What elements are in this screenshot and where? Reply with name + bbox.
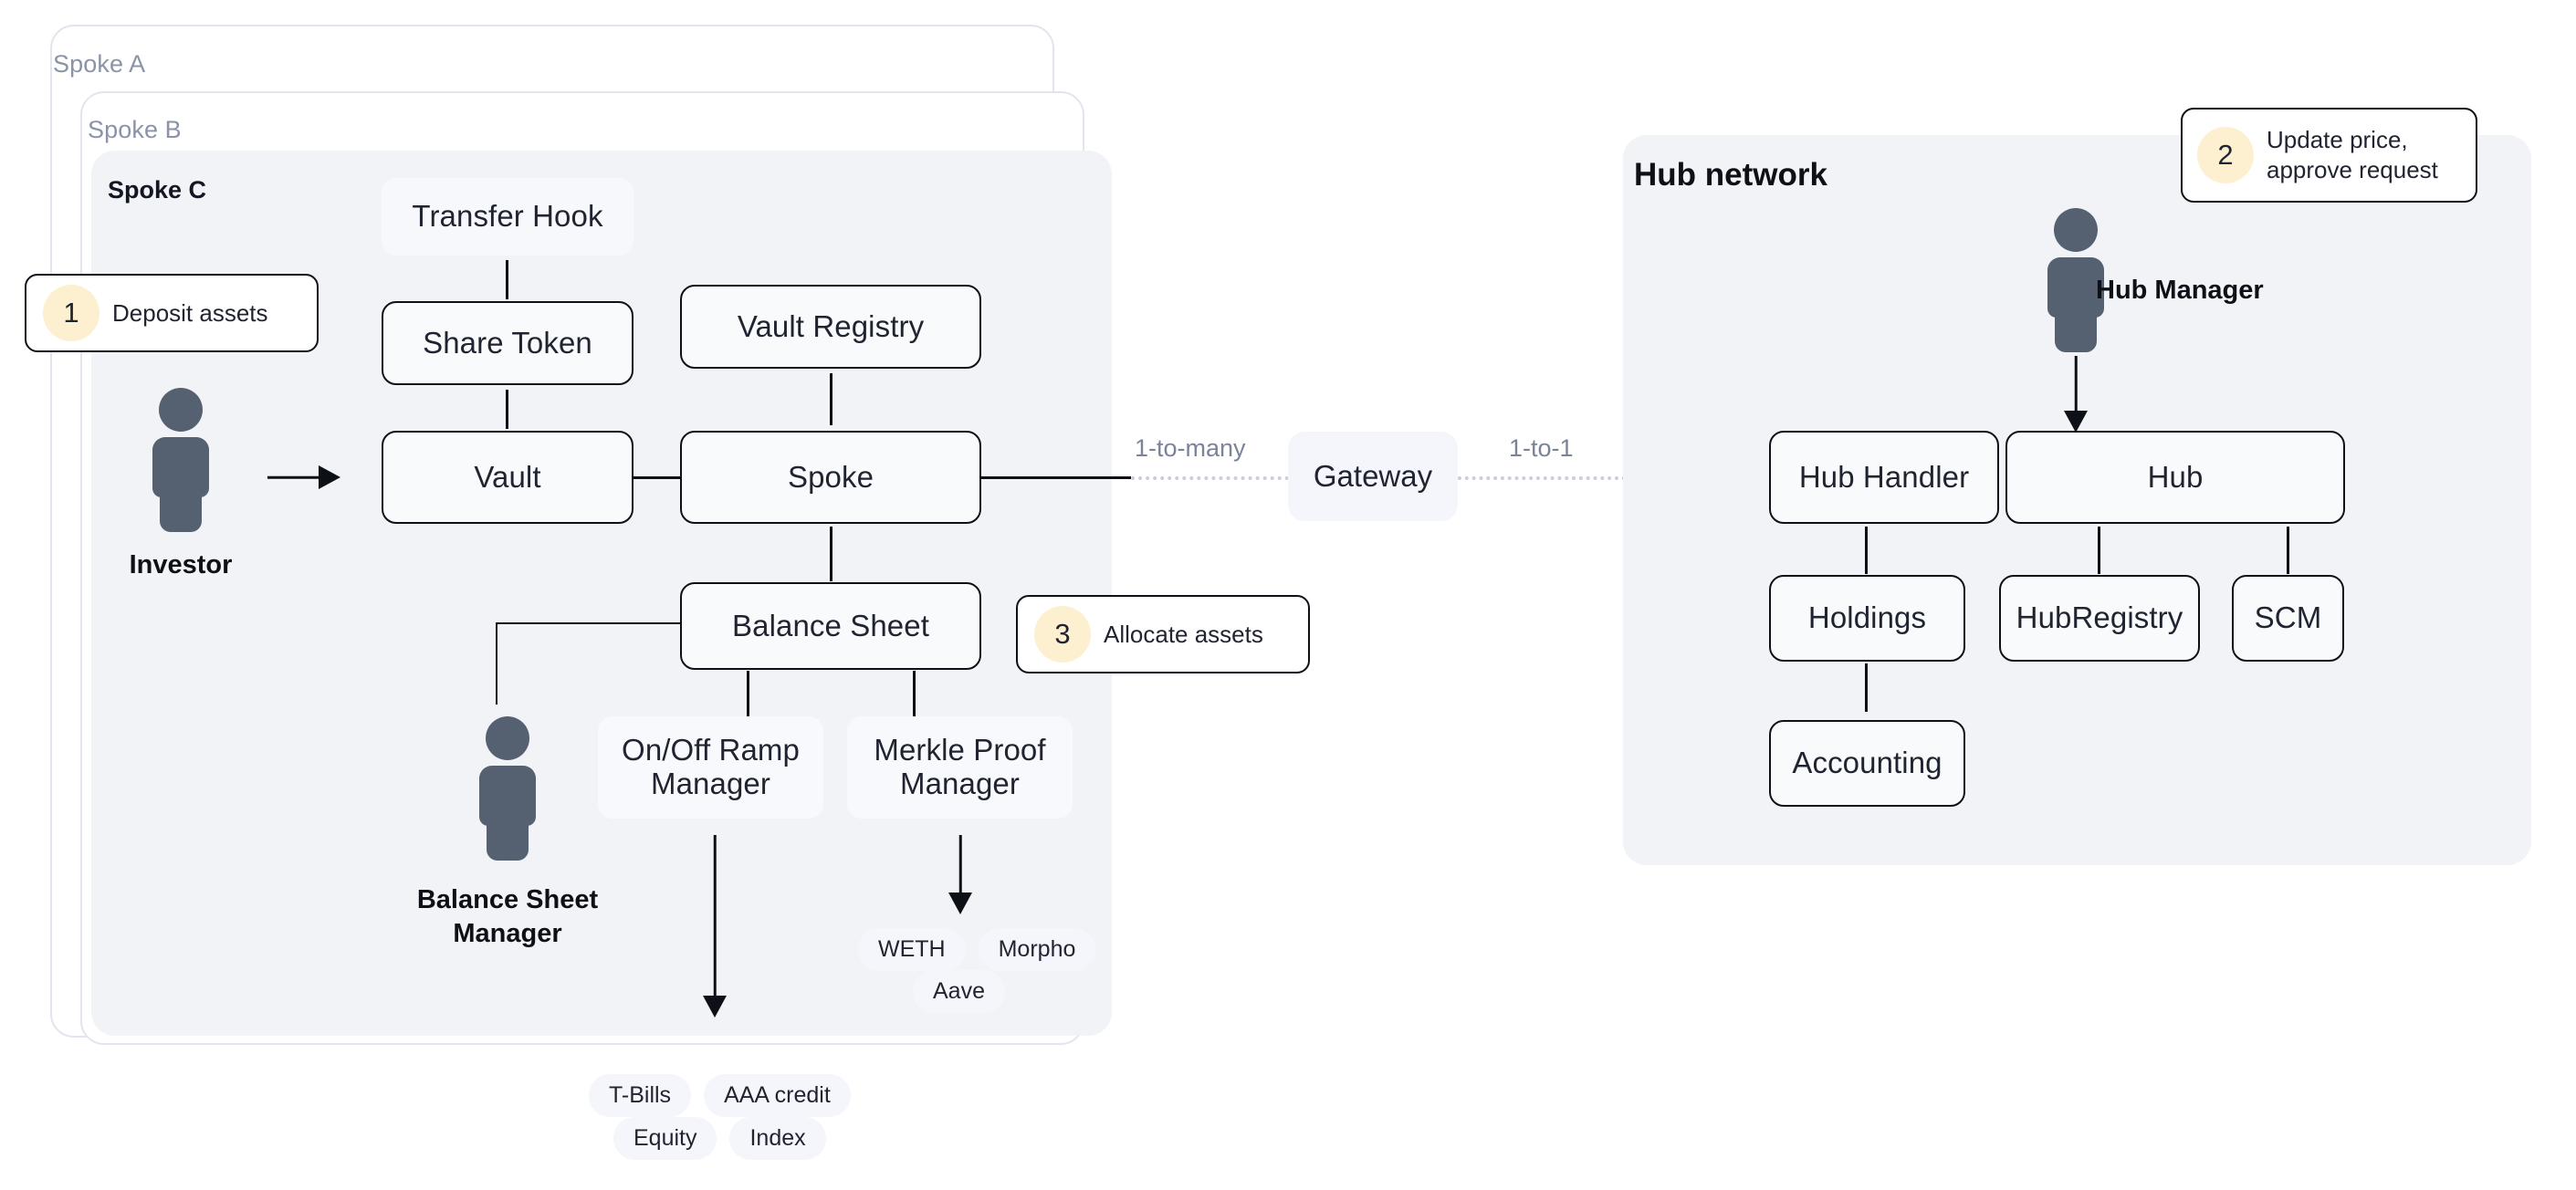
connector-gateway-dotted-left [1131, 476, 1289, 480]
node-vault[interactable]: Vault [382, 431, 634, 524]
connector-hub-scm [2287, 527, 2289, 574]
node-balance-sheet[interactable]: Balance Sheet [680, 582, 981, 670]
balance-sheet-manager-avatar [464, 716, 551, 861]
connector-balancesheet-merkle [913, 671, 916, 716]
connector-spoke-gateway [981, 476, 1131, 479]
connector-balancesheet-bsmanager [496, 622, 681, 705]
connector-balancesheet-onofframp [747, 671, 749, 716]
asset-pill-row-2: Equity Index [613, 1117, 826, 1160]
bs-manager-line2: Manager [453, 919, 562, 949]
connector-vault-spoke [634, 476, 680, 479]
hub-network-title: Hub network [1634, 157, 1827, 193]
onoff-ramp-manager-line1: On/Off Ramp [622, 733, 800, 767]
callout-2-text: Update price, approve request [2254, 125, 2456, 185]
asset-pill-index[interactable]: Index [729, 1117, 826, 1160]
merkle-proof-manager-line1: Merkle Proof [874, 733, 1046, 767]
callout-1-badge: 1 [43, 285, 99, 341]
callout-2[interactable]: 2 Update price, approve request [2181, 108, 2477, 203]
protocol-pill-aave[interactable]: Aave [913, 970, 1005, 1013]
balance-sheet-manager-label: Balance Sheet Manager [398, 883, 617, 951]
protocol-pill-row-1: WETH Morpho [858, 928, 1096, 971]
connector-hubhandler-holdings [1865, 527, 1868, 574]
connector-vaultregistry-spoke [830, 373, 832, 425]
asset-pill-row-1: T-Bills AAA credit [589, 1074, 851, 1117]
callout-3-text: Allocate assets [1104, 620, 1263, 648]
arrow-merkle-to-protocols [942, 835, 979, 914]
callout-3-badge: 3 [1034, 606, 1091, 663]
connector-hub-hubregistry [2098, 527, 2100, 574]
connector-sharetoken-vault [506, 390, 508, 429]
protocol-pill-morpho[interactable]: Morpho [978, 928, 1096, 971]
node-merkle-proof-manager[interactable]: Merkle Proof Manager [847, 716, 1073, 819]
callout-2-line1: Update price, [2267, 126, 2408, 154]
arrow-hubmanager-to-hubhandler [2058, 356, 2094, 433]
arrow-onoff-ramp-to-assets [696, 835, 733, 1018]
node-hub[interactable]: Hub [2005, 431, 2345, 524]
protocol-pill-weth[interactable]: WETH [858, 928, 966, 971]
gateway-right-label: 1-to-1 [1509, 434, 1574, 462]
arrow-investor-to-vault [267, 461, 340, 494]
spoke-a-label: Spoke A [53, 50, 146, 78]
onoff-ramp-manager-line2: Manager [651, 767, 770, 800]
investor-avatar [137, 388, 225, 532]
connector-spoke-balancesheet [830, 527, 832, 581]
callout-3[interactable]: 3 Allocate assets [1016, 595, 1310, 673]
node-scm[interactable]: SCM [2232, 575, 2344, 662]
merkle-proof-manager-line2: Manager [900, 767, 1020, 800]
spoke-c-label: Spoke C [108, 176, 207, 204]
node-holdings[interactable]: Holdings [1769, 575, 1965, 662]
callout-1[interactable]: 1 Deposit assets [25, 274, 319, 352]
connector-holdings-accounting [1865, 663, 1868, 712]
asset-pill-equity[interactable]: Equity [613, 1117, 717, 1160]
callout-1-text: Deposit assets [112, 298, 268, 327]
connector-gateway-dotted-right [1458, 476, 1626, 480]
node-hub-registry[interactable]: HubRegistry [1999, 575, 2200, 662]
asset-pill-aaa-credit[interactable]: AAA credit [704, 1074, 851, 1117]
protocol-pill-row-2: Aave [913, 970, 1005, 1013]
node-vault-registry[interactable]: Vault Registry [680, 285, 981, 369]
connector-transferhook-sharetoken [506, 260, 508, 299]
callout-2-badge: 2 [2197, 127, 2254, 183]
hub-manager-label: Hub Manager [2096, 276, 2264, 305]
node-spoke[interactable]: Spoke [680, 431, 981, 524]
node-accounting[interactable]: Accounting [1769, 720, 1965, 807]
asset-pill-tbills[interactable]: T-Bills [589, 1074, 692, 1117]
spoke-b-label: Spoke B [88, 116, 182, 143]
gateway-left-label: 1-to-many [1135, 434, 1246, 462]
investor-label: Investor [129, 550, 233, 579]
callout-2-line2: approve request [2267, 156, 2438, 183]
hub-manager-avatar [2032, 208, 2120, 352]
bs-manager-line1: Balance Sheet [416, 885, 599, 914]
node-share-token[interactable]: Share Token [382, 301, 634, 385]
node-onoff-ramp-manager[interactable]: On/Off Ramp Manager [598, 716, 823, 819]
node-hub-handler[interactable]: Hub Handler [1769, 431, 1999, 524]
node-transfer-hook[interactable]: Transfer Hook [382, 178, 634, 256]
node-gateway[interactable]: Gateway [1288, 432, 1458, 521]
